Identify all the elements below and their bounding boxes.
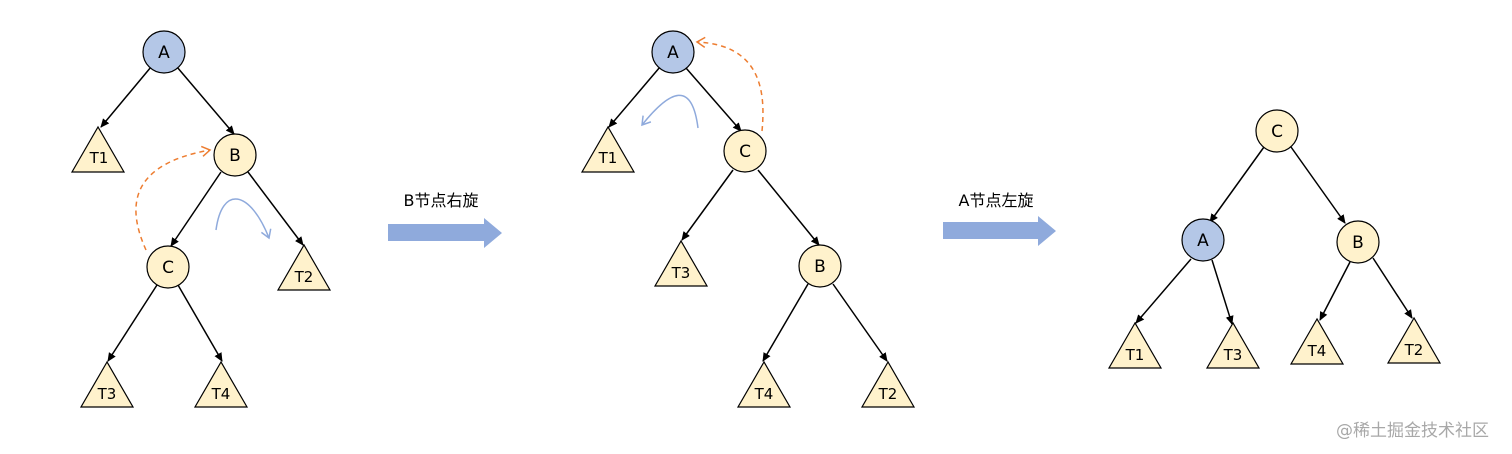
tree-1: A B C T1 T2 T3 T4: [70, 30, 332, 408]
edge: [681, 169, 734, 241]
edge: [762, 283, 809, 362]
edge: [107, 284, 158, 362]
dashed-move-arrow: [695, 36, 764, 132]
subtree-label: T2: [294, 268, 314, 286]
edge: [1290, 146, 1346, 224]
rotation-arrow: [215, 198, 272, 240]
edge: [1209, 146, 1265, 223]
tree-node-b: B: [1336, 220, 1380, 264]
edge: [1319, 261, 1351, 321]
edge: [685, 67, 742, 132]
subtree-label: T4: [211, 385, 231, 403]
subtree-label: T3: [1223, 346, 1243, 364]
node-label: C: [162, 258, 174, 278]
subtree-t1: T1: [580, 125, 636, 173]
subtree-label: T1: [598, 149, 618, 167]
edge: [608, 66, 661, 128]
step-arrow-2: A节点左旋: [943, 191, 1056, 246]
watermark: @稀土掘金技术社区: [1336, 421, 1489, 441]
subtree-label: T2: [878, 385, 898, 403]
edge: [1372, 257, 1413, 319]
subtree-label: T3: [671, 264, 691, 282]
edge: [832, 283, 888, 362]
edge: [757, 169, 820, 246]
tree-node-a: A: [1181, 218, 1225, 262]
node-label: B: [1352, 233, 1364, 253]
tree-node-b: B: [213, 133, 257, 177]
node-label: A: [1197, 231, 1209, 251]
edge: [177, 284, 223, 362]
tree-node-c: C: [1255, 109, 1299, 153]
rotation-arrow: [641, 94, 699, 129]
node-label: B: [229, 146, 241, 166]
subtree-label: T3: [97, 385, 117, 403]
subtree-t1: T1: [1107, 321, 1163, 369]
subtree-label: T1: [89, 149, 109, 167]
subtree-label: T1: [1125, 346, 1145, 364]
subtree-t2: T2: [276, 243, 332, 291]
subtree-t4: T4: [736, 360, 792, 408]
step-arrow-1: B节点右旋: [388, 191, 502, 248]
tree-2: A C B T1 T3 T4 T2: [580, 30, 916, 408]
edge: [1135, 258, 1192, 324]
subtree-t4: T4: [193, 360, 249, 408]
tree-node-c: C: [723, 129, 767, 173]
subtree-t3: T3: [1205, 321, 1261, 369]
tree-3: C A B T1 T3 T4 T2: [1107, 109, 1442, 369]
subtree-t2: T2: [1386, 316, 1442, 364]
tree-node-c: C: [146, 245, 190, 289]
node-label: C: [1271, 122, 1283, 142]
node-label: B: [814, 257, 826, 277]
subtree-label: T4: [1307, 342, 1327, 360]
subtree-label: T4: [754, 385, 774, 403]
node-label: C: [739, 142, 751, 162]
subtree-t4: T4: [1289, 317, 1345, 365]
node-label: A: [158, 43, 170, 63]
tree-node-b: B: [798, 244, 842, 288]
tree-node-a: A: [142, 30, 186, 74]
edge: [176, 66, 235, 135]
subtree-t3: T3: [653, 239, 709, 287]
subtree-t3: T3: [79, 360, 135, 408]
edge: [100, 66, 152, 128]
tree-node-a: A: [651, 30, 695, 74]
subtree-t1: T1: [70, 125, 126, 173]
node-label: A: [667, 43, 679, 63]
subtree-label: T2: [1404, 341, 1424, 359]
edge: [1211, 259, 1234, 325]
edge: [247, 171, 304, 246]
edge: [170, 171, 222, 247]
dashed-move-arrow: [135, 145, 212, 251]
subtree-t2: T2: [860, 360, 916, 408]
step-label: A节点左旋: [959, 191, 1034, 210]
step-label: B节点右旋: [404, 191, 479, 210]
